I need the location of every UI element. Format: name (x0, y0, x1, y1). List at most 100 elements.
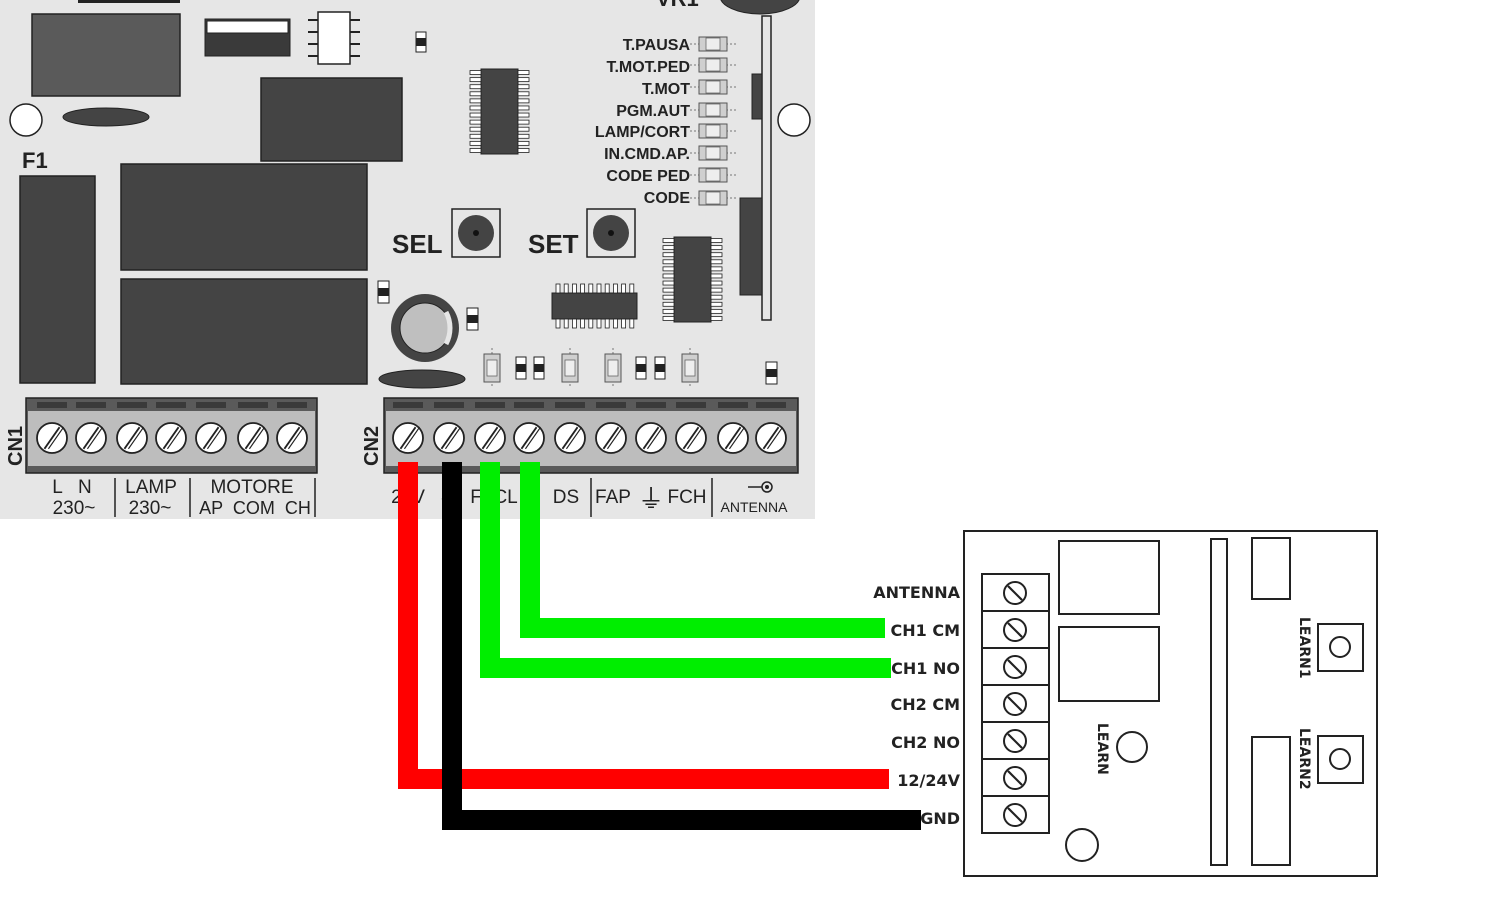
cn1-terminal-block (25, 397, 318, 474)
rx-component-top (1251, 537, 1291, 600)
cn2-label-gnd3: ⏚ (638, 484, 664, 514)
learn-label: LEARN (1094, 723, 1110, 775)
rx-terminal-screw-icon (1003, 655, 1027, 679)
cn1-label: CN1 (5, 426, 27, 466)
wire-ground (442, 462, 921, 830)
terminal-screw-icon (237, 422, 269, 454)
receiver-terminal-labels: ANTENNA CH1 CM CH1 NO CH2 CM CH2 NO 12/2… (873, 583, 960, 828)
learn1-button[interactable] (1317, 623, 1364, 672)
status-led-icon (681, 348, 699, 386)
learn2-button[interactable] (1317, 735, 1364, 784)
cn1-label-lamp: LAMP (125, 477, 177, 498)
relay-top (260, 77, 403, 162)
rx-label-ch1-no: CH1 NO (891, 659, 960, 678)
status-led-icon (690, 123, 736, 139)
terminal-screw-icon (474, 422, 506, 454)
led-label: T.MOT (642, 81, 690, 98)
wire-ch1-cm (520, 462, 885, 638)
set-button[interactable] (586, 208, 636, 258)
led-label: T.MOT.PED (606, 59, 690, 76)
rx-relay-1 (1058, 540, 1160, 615)
rx-terminal-screw-icon (1003, 766, 1027, 790)
cn1-label-ln: L N (52, 477, 91, 498)
oval-pad (378, 369, 466, 389)
terminal-screw-icon (433, 422, 465, 454)
cn2-label-fch: FCH (667, 487, 706, 508)
capacitor (391, 294, 459, 362)
terminal-screw-icon (635, 422, 667, 454)
terminal-screw-icon (155, 422, 187, 454)
sel-label: SEL (392, 229, 443, 259)
terminal-screw-icon (36, 422, 68, 454)
transformer-block (31, 13, 181, 97)
rx-label-ch2-cm: CH2 CM (891, 695, 961, 714)
wire-power (398, 462, 889, 789)
status-led-column (690, 36, 736, 206)
wires (398, 462, 921, 830)
cn2-label-fap: FAP (595, 487, 631, 508)
rx-label-antenna: ANTENNA (873, 583, 960, 602)
rx-terminal-screw-icon (1003, 581, 1027, 605)
led-label: CODE PED (606, 168, 690, 185)
led-label: CODE (644, 190, 691, 207)
terminal-screw-icon (392, 422, 424, 454)
terminal-screw-icon (276, 422, 308, 454)
ic-chip-1 (469, 68, 530, 155)
rx-mount-hole (1065, 828, 1099, 862)
learn-led (1116, 731, 1148, 763)
led-label: LAMP/CORT (595, 124, 690, 141)
learn2-label: LEARN2 (1296, 728, 1312, 790)
bottom-led-row (483, 348, 699, 386)
rx-relay-2 (1058, 626, 1160, 702)
cn1-terminal-labels: L N 230~ LAMP 230~ MOTORE AP COM CH (52, 477, 316, 519)
rx-component-bottom (1251, 736, 1291, 866)
relay-2 (120, 278, 368, 385)
status-led-icon (561, 348, 579, 386)
sel-button[interactable] (451, 208, 501, 258)
status-led-icon (690, 57, 736, 73)
smd-part (533, 356, 545, 380)
smd-part (515, 356, 527, 380)
terminal-screw-icon (554, 422, 586, 454)
side-rail (761, 15, 772, 321)
led-label: T.PAUSA (623, 37, 691, 54)
rx-label-ch2-no: CH2 NO (891, 733, 960, 752)
terminal-screw-icon (75, 422, 107, 454)
status-led-icon (690, 36, 736, 52)
smd-part (654, 356, 666, 380)
rx-label-gnd: GND (920, 809, 960, 828)
mount-hole-right (777, 103, 811, 137)
receiver-module: ANTENNA CH1 CM CH1 NO CH2 CM CH2 NO 12/2… (873, 530, 1378, 877)
top-connector (78, 0, 180, 3)
rx-strip (1210, 538, 1228, 866)
rx-label-ch1-cm: CH1 CM (891, 621, 961, 640)
terminal-screw-icon (717, 422, 749, 454)
terminal-screw-icon (513, 422, 545, 454)
fuse-label: F1 (22, 148, 48, 173)
cn2-label-ds: DS (553, 487, 579, 508)
trimmer (720, 0, 800, 15)
led-label: PGM.AUT (616, 103, 690, 120)
terminal-screw-icon (195, 422, 227, 454)
control-board: F1 T.PAUSA T.MOT.PED T.MOT PGM.AUT LAMP/… (0, 0, 815, 519)
rx-label-power: 12/24V (897, 771, 960, 790)
status-led-icon (483, 348, 501, 386)
status-led-icon (690, 190, 736, 206)
rx-terminal-screw-icon (1003, 803, 1027, 827)
set-label: SET (528, 229, 579, 259)
smd-part (635, 356, 647, 380)
rx-terminal-screw-icon (1003, 729, 1027, 753)
led-label-group: T.PAUSA T.MOT.PED T.MOT PGM.AUT LAMP/COR… (595, 37, 691, 207)
mount-hole-left (9, 103, 43, 137)
terminal-screw-icon (116, 422, 148, 454)
rx-terminal-screw-icon (1003, 692, 1027, 716)
vr1-label: VR1 (656, 0, 699, 11)
status-led-icon (690, 79, 736, 95)
cn1-label-lamp-voltage: 230~ (129, 498, 172, 519)
ic-chip-3 (551, 283, 638, 329)
status-led-icon (690, 167, 736, 183)
receiver-terminal-block (981, 573, 1050, 834)
status-led-icon (690, 102, 736, 118)
terminal-screw-icon (755, 422, 787, 454)
